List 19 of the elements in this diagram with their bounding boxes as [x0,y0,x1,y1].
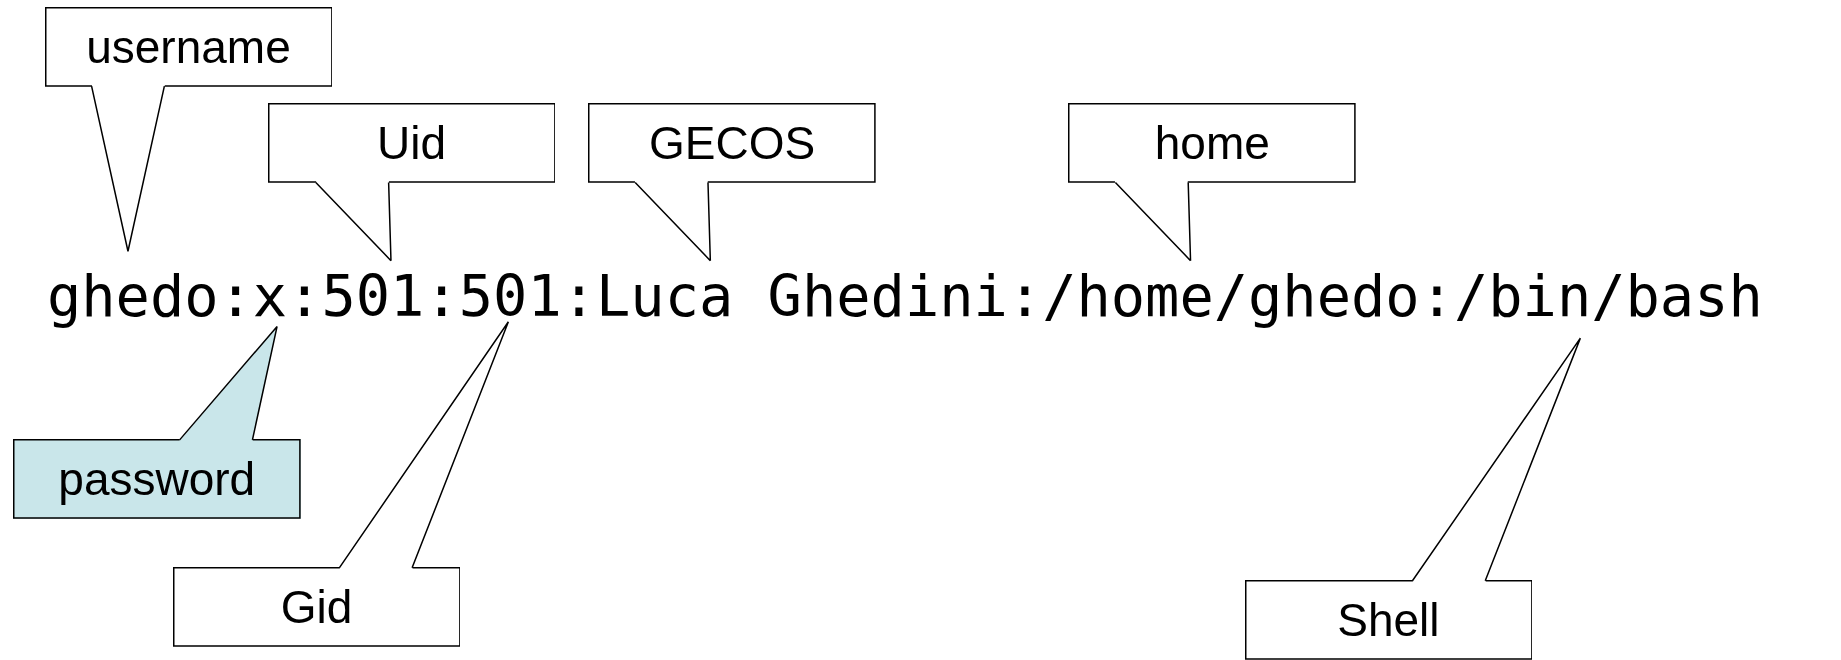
callout-box [267,103,556,184]
callout-text: GECOS [648,120,816,167]
callout-text: Uid [377,120,447,167]
callout-pointer [178,325,278,441]
callout-pointer [1114,181,1192,262]
callout-pointer [634,181,712,262]
callout-pointer [1411,337,1582,582]
callout-text: username [86,23,291,70]
callout-box [1244,580,1533,660]
callout-text: home [1154,120,1270,167]
callout-box [588,103,876,184]
callout-pointer [315,181,392,262]
callout-pointer [338,320,510,569]
callout-box [1068,103,1357,184]
callout-text: Shell [1337,596,1440,643]
callout-text: Gid [280,584,353,630]
callout-box [44,7,333,87]
callout-box [172,567,461,647]
callout-pointer [90,85,166,252]
